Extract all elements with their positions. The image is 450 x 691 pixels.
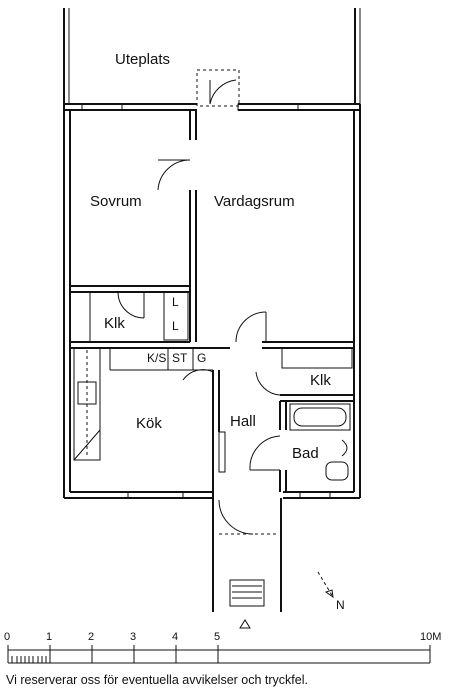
scale-tick-2: 2 <box>88 631 94 643</box>
room-label-ks: K/S <box>147 351 166 365</box>
room-label-hall: Hall <box>230 413 256 430</box>
north-arrow: N <box>317 571 345 612</box>
north-label: N <box>336 598 345 612</box>
balcony-door <box>209 79 237 105</box>
disclaimer: Vi reserverar oss för eventuella avvikel… <box>6 673 308 687</box>
scale-tick-1: 1 <box>46 631 52 643</box>
scale-tick-4: 4 <box>172 631 178 643</box>
room-label-g: G <box>197 351 206 365</box>
room-label-bad: Bad <box>292 445 319 462</box>
room-label-vardagsrum: Vardagsrum <box>214 193 295 210</box>
patio-walls <box>63 8 361 107</box>
scale-tick-10m: 10M <box>420 631 441 643</box>
kitchen-counter <box>73 347 101 461</box>
outer-walls <box>63 103 361 499</box>
scale-bar: 0 1 2 3 4 5 10M <box>4 631 441 664</box>
room-label-st: ST <box>172 351 188 365</box>
room-label-klk-right: Klk <box>310 372 331 389</box>
room-label-uteplats: Uteplats <box>115 51 170 68</box>
room-label-l-top: L <box>172 295 179 309</box>
scale-tick-0: 0 <box>4 631 10 643</box>
room-label-l-bottom: L <box>172 319 179 333</box>
entrance <box>212 498 282 629</box>
interior-walls <box>70 110 354 498</box>
room-label-sovrum: Sovrum <box>90 193 142 210</box>
room-label-klk-left: Klk <box>104 315 125 332</box>
room-label-kok: Kök <box>136 415 162 432</box>
scale-tick-3: 3 <box>130 631 136 643</box>
scale-tick-5: 5 <box>214 631 220 643</box>
